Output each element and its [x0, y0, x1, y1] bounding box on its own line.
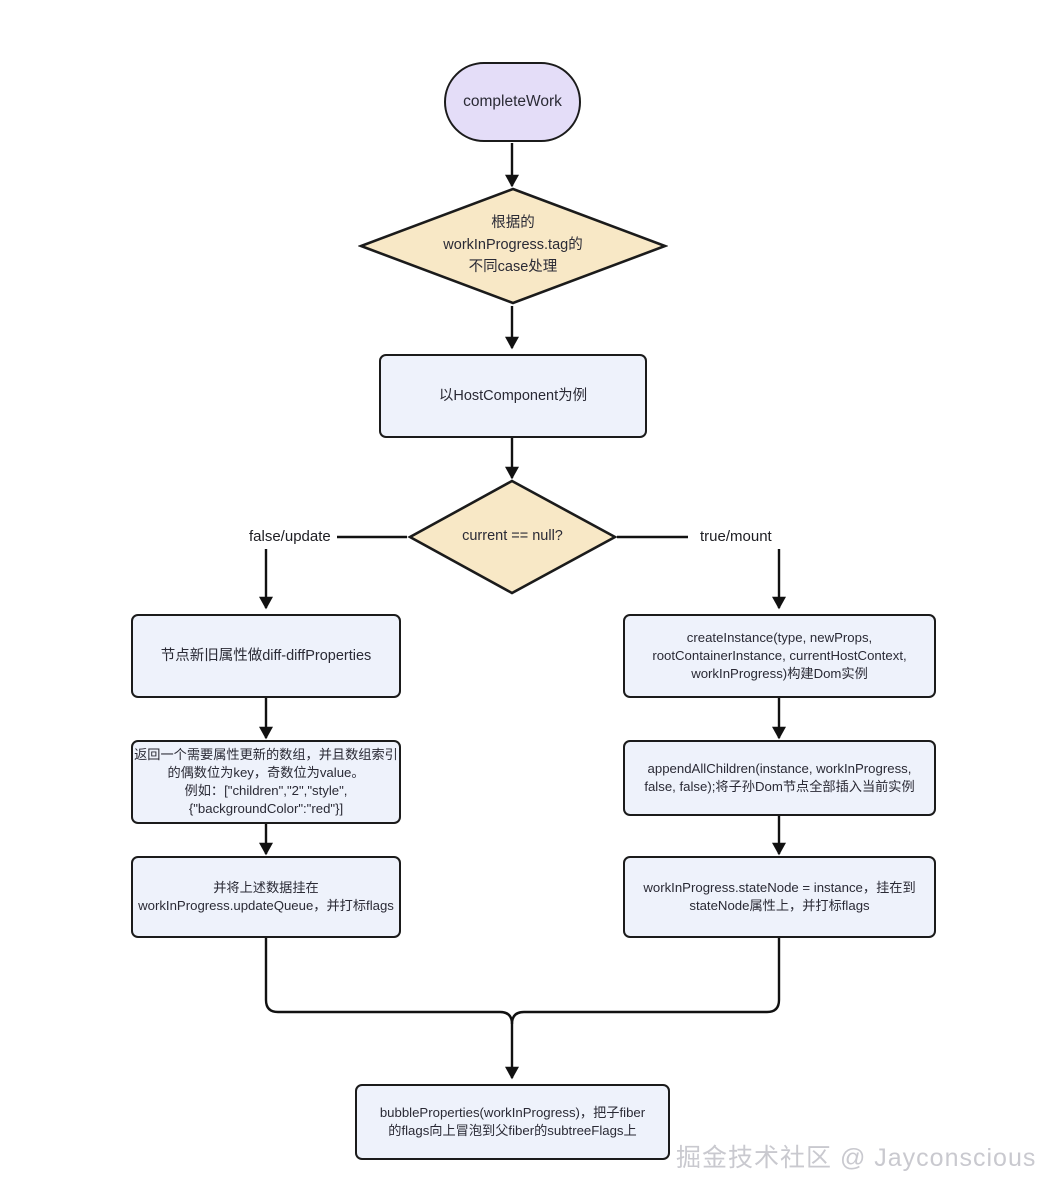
node-diff-properties[interactable]: 节点新旧属性做diff-diffProperties [131, 614, 401, 698]
watermark-text: 掘金技术社区 @ Jayconscious [676, 1144, 1037, 1172]
node-bubble-properties[interactable]: bubbleProperties(workInProgress)，把子fiber… [355, 1084, 670, 1160]
node-append-all-children[interactable]: appendAllChildren(instance, workInProgre… [623, 740, 936, 816]
node-update-queue[interactable]: 并将上述数据挂在 workInProgress.updateQueue，并打标f… [131, 856, 401, 938]
edge-label-false-update: false/update [249, 528, 331, 545]
node-decision-current[interactable]: current == null? [407, 478, 618, 596]
node-state-node[interactable]: workInProgress.stateNode = instance，挂在到 … [623, 856, 936, 938]
decision-tag-shape [358, 187, 668, 305]
node-decision-tag[interactable]: 根据的 workInProgress.tag的 不同case处理 [358, 186, 668, 306]
edge-left-merge-to-bubble-properties [264, 938, 519, 1080]
node-decision-current-label: current == null? [462, 528, 563, 545]
node-complete-work[interactable]: completeWork [444, 62, 581, 142]
edge-right-merge-to-bubble-properties [510, 938, 781, 1025]
decision-current-shape [407, 479, 618, 595]
edge-label-true-mount: true/mount [700, 528, 772, 545]
node-return-array[interactable]: 返回一个需要属性更新的数组，并且数组索引 的偶数位为key，奇数位为value。… [131, 740, 401, 824]
node-decision-tag-label: 根据的 workInProgress.tag的 不同case处理 [443, 215, 583, 275]
node-host-component[interactable]: 以HostComponent为例 [379, 354, 647, 438]
node-create-instance[interactable]: createInstance(type, newProps, rootConta… [623, 614, 936, 698]
